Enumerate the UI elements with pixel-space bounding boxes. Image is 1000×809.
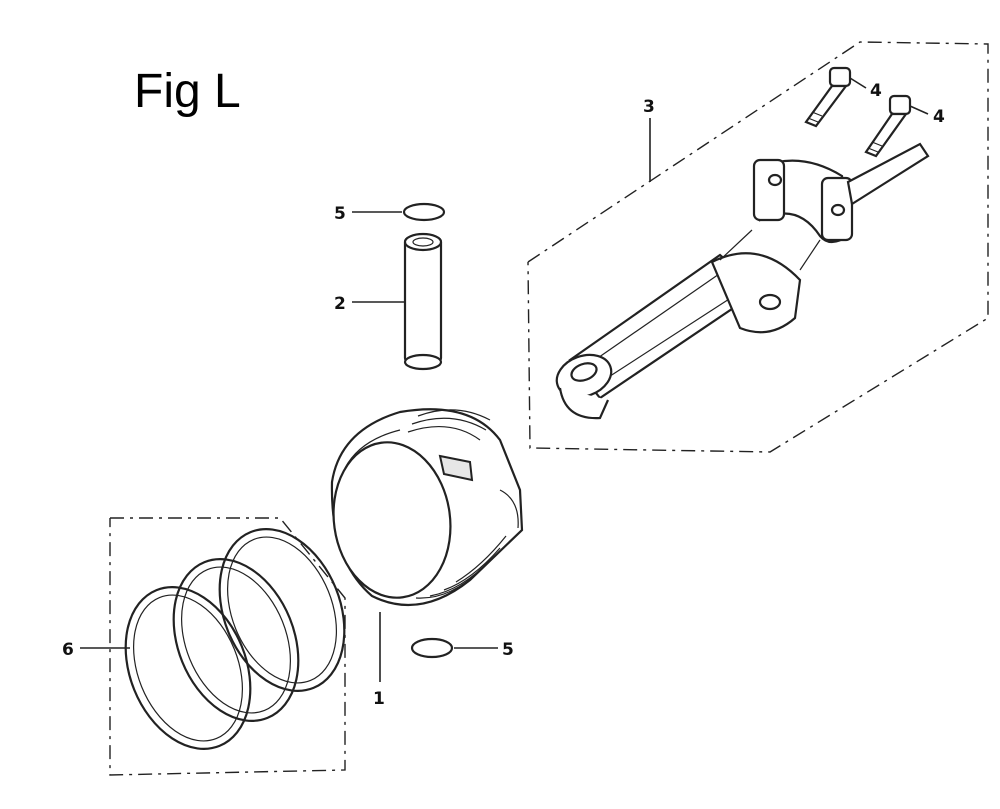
callout-4-right: 4 xyxy=(933,107,945,127)
callout-5-top: 5 xyxy=(334,204,346,224)
rod-bolt-left xyxy=(804,66,852,128)
piston-rings xyxy=(124,528,346,750)
callout-4-left: 4 xyxy=(870,81,882,101)
leader-lines xyxy=(80,77,929,682)
connecting-rod-group-box xyxy=(527,41,989,453)
rod-bolt-right xyxy=(864,94,912,158)
connecting-rod xyxy=(555,142,930,420)
callout-6: 6 xyxy=(62,640,74,660)
piston xyxy=(330,408,524,607)
figure-title: Fig L xyxy=(134,65,241,118)
callout-3: 3 xyxy=(643,97,655,117)
callout-1: 1 xyxy=(373,689,385,709)
pin-clip-bottom xyxy=(410,637,454,659)
callout-5-bottom: 5 xyxy=(502,640,514,660)
piston-pin xyxy=(403,232,443,371)
pin-clip-top xyxy=(402,202,446,222)
piston-rings-group-box xyxy=(109,517,346,776)
callout-2: 2 xyxy=(334,294,346,314)
